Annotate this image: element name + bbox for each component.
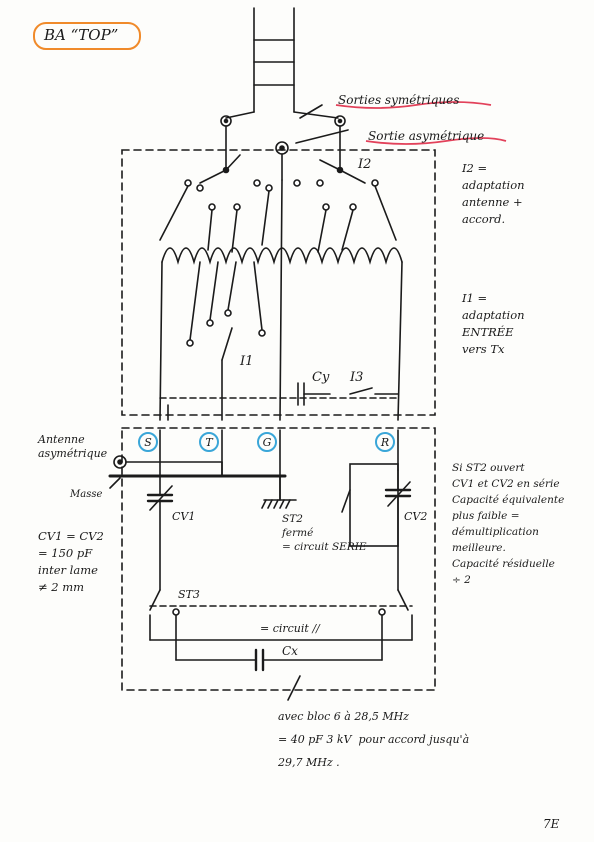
terminal-r-label: R <box>380 436 389 449</box>
page-number: 7E <box>543 817 560 831</box>
label-circuit-parallel: = circuit // <box>260 622 321 635</box>
note-cv: CV1 = CV2 = 150 pF inter lame ≠ 2 mm <box>38 529 104 594</box>
terminal-s-circle <box>138 432 158 452</box>
note-i1: I1 = adaptation ENTRÉE vers Tx <box>462 291 525 356</box>
label-i2: I2 <box>357 157 371 172</box>
terminal-g-circle <box>257 432 277 452</box>
label-sorties-sym: Sorties symétriques <box>338 93 459 107</box>
label-antenne: Antenne asymétrique <box>38 433 108 460</box>
enclosure-bottom <box>121 427 436 691</box>
terminal-g-label: G <box>263 436 272 449</box>
label-masse: Masse <box>69 489 102 500</box>
ladder-line <box>225 7 339 119</box>
terminal-t-label: T <box>205 436 214 449</box>
terminal-s-label: S <box>144 436 152 449</box>
terminal-r-circle <box>375 432 395 452</box>
terminal-t-circle <box>199 432 219 452</box>
enclosure-top <box>121 149 436 416</box>
label-st3: ST3 <box>178 588 200 601</box>
page-title: BA “TOP” <box>44 26 119 44</box>
label-cv1: CV1 <box>172 510 195 523</box>
note-st2: Si ST2 ouvert CV1 et CV2 en série Capaci… <box>452 462 565 586</box>
label-i1: I1 <box>239 354 253 369</box>
label-cv2: CV2 <box>404 510 427 523</box>
label-cx: Cx <box>282 644 298 658</box>
note-i2: I2 = adaptation antenne + accord. <box>462 161 525 226</box>
title-box <box>33 22 141 50</box>
label-i3: I3 <box>349 370 363 385</box>
label-sortie-asym: Sortie asymétrique <box>368 129 484 143</box>
label-cy: Cy <box>312 370 330 385</box>
note-cx: avec bloc 6 à 28,5 MHz = 40 pF 3 kV pour… <box>278 710 470 769</box>
label-st2: ST2 fermé = circuit SERIE <box>282 513 367 553</box>
